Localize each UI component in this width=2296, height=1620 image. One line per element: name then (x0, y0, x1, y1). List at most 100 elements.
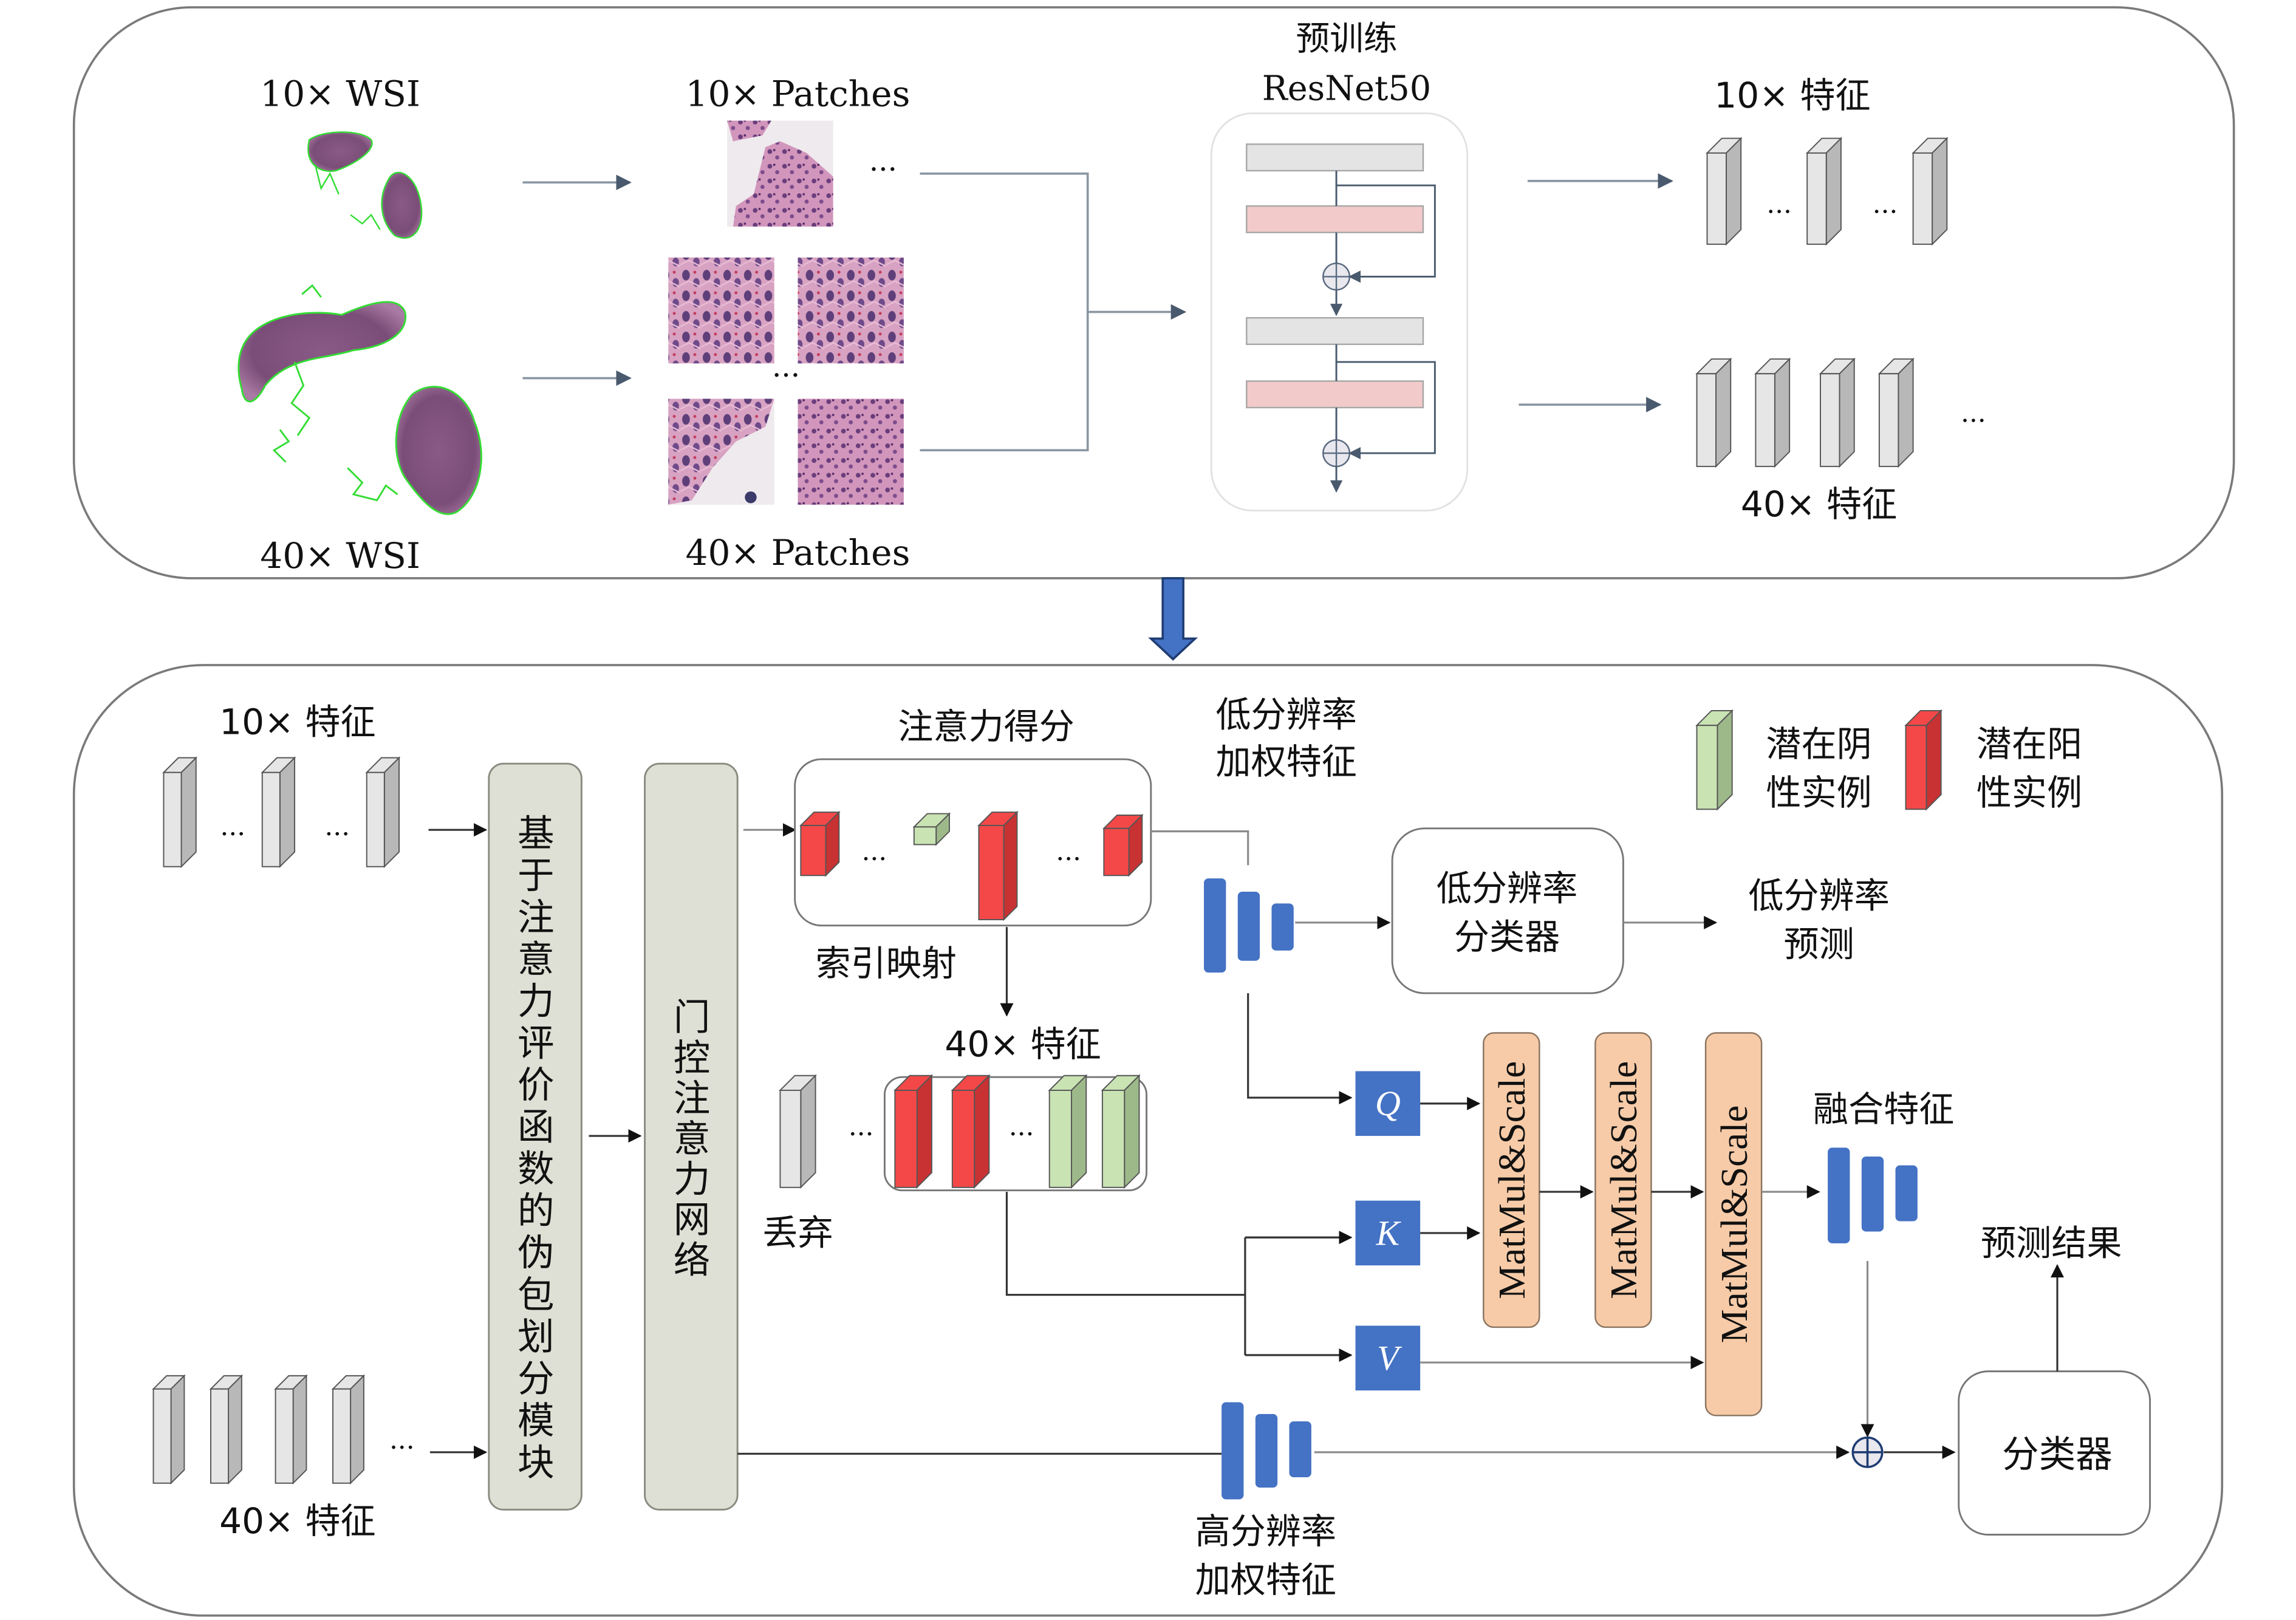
patches-10x-label: 10× Patches (686, 73, 911, 114)
mapped-40x-features-label: 40× 特征 (945, 1024, 1101, 1065)
low-res-classifier-line1: 低分辨率 (1437, 867, 1578, 909)
patch-40x-image (798, 398, 904, 505)
negative-instance (1048, 1074, 1088, 1189)
index-mapping-label: 索引映射 (816, 943, 957, 984)
matmul-scale-block-3 (1704, 1032, 1763, 1417)
feature-vector (274, 1374, 308, 1485)
legend-negative-cuboid (1695, 709, 1734, 811)
classification-panel (72, 664, 2224, 1617)
bottom-40x-feature-vectors (152, 1374, 366, 1485)
matmul-scale-label-3: MatMul&Scale (1713, 1106, 1755, 1344)
classifier-box (1958, 1370, 2151, 1536)
pseudo-bag-division-module (488, 762, 583, 1511)
patch-40x-image (798, 257, 904, 364)
ellipsis: ··· (1056, 844, 1081, 875)
feature-extraction-panel (72, 6, 2235, 579)
wsi-10x-image (307, 131, 423, 239)
bottom-10x-feature-vectors (162, 756, 401, 869)
resnet-title-line2: ResNet50 (1262, 69, 1431, 109)
wsi-10x-label: 10× WSI (260, 73, 420, 114)
legend-positive-swatch (1904, 709, 1942, 811)
feature-vector (1695, 357, 1732, 468)
ellipsis: ··· (220, 819, 246, 850)
low-res-classifier-line2: 分类器 (1454, 916, 1560, 957)
matmul-scale-block-1 (1483, 1032, 1540, 1328)
attention-score-box (794, 758, 1152, 927)
legend-positive-line1: 潜在阳 (1977, 723, 2082, 765)
value-box (1355, 1325, 1421, 1391)
legend-negative-swatch (1695, 709, 1734, 811)
legend-negative-line1: 潜在阴 (1766, 723, 1871, 765)
matmul-scale-label-2: MatMul&Scale (1602, 1061, 1645, 1299)
high-res-weighted-label-line2: 加权特征 (1195, 1559, 1337, 1601)
negative-instance (912, 812, 951, 846)
ellipsis: ··· (1873, 197, 1898, 227)
patch-10x-image (727, 120, 833, 227)
bottom-features-40x-label: 40× 特征 (219, 1500, 375, 1542)
value-label: V (1377, 1338, 1403, 1378)
low-res-prediction-line2: 预测 (1783, 924, 1854, 965)
feature-vector (152, 1374, 186, 1485)
feature-vector (1754, 357, 1791, 468)
connector-patches-to-resnet (920, 173, 1185, 452)
low-res-weighted-feature (1204, 878, 1294, 973)
patches-40x-ellipsis: ··· (772, 359, 800, 393)
positive-instance (799, 810, 841, 877)
top-40x-feature-vectors (1695, 357, 1915, 468)
ellipsis: ··· (1961, 406, 1986, 436)
flow-down-arrow-icon (1148, 577, 1198, 661)
ellipsis: ··· (324, 819, 350, 850)
prediction-result-label: 预测结果 (1981, 1222, 2122, 1263)
ellipsis: ··· (849, 1119, 874, 1150)
pseudo-bag-module-label: 基于注意力评价函数的伪包划分模块 (518, 813, 555, 1485)
query-box (1355, 1071, 1421, 1136)
connector-selected-to-kv (1005, 1192, 1351, 1356)
attention-score-label: 注意力得分 (898, 706, 1075, 747)
feature-vector (1877, 357, 1915, 468)
low-res-classifier-box (1391, 827, 1624, 994)
negative-instance (1101, 1074, 1141, 1189)
matmul-scale-block-2 (1594, 1032, 1652, 1328)
positive-instance (951, 1074, 991, 1189)
legend-positive-line2: 性实例 (1977, 772, 2082, 813)
discard-label: 丢弃 (762, 1212, 833, 1253)
wsi-40x-label: 40× WSI (260, 535, 420, 576)
low-res-prediction-line1: 低分辨率 (1748, 875, 1890, 917)
ellipsis: ··· (1766, 197, 1792, 227)
low-res-weighted-label-line2: 加权特征 (1215, 741, 1357, 782)
feature-vector (1805, 137, 1843, 246)
positive-instance (893, 1074, 934, 1189)
positive-instance (1102, 813, 1144, 877)
gated-attention-label: 门控注意力网络 (674, 997, 711, 1282)
ellipsis: ··· (862, 844, 887, 875)
connector-lowres-to-q (1247, 993, 1353, 1105)
feature-vector (261, 756, 296, 869)
wsi-40x-image (237, 284, 482, 515)
resnet-title-line1: 预训练 (1296, 19, 1397, 58)
top-features-40x-label: 40× 特征 (1741, 484, 1897, 525)
high-res-weighted-label-line1: 高分辨率 (1195, 1511, 1337, 1552)
discarded-feature (779, 1074, 817, 1189)
key-box (1355, 1200, 1421, 1266)
resnet50-block (1210, 112, 1469, 512)
high-res-weighted-feature (1221, 1402, 1311, 1500)
fused-feature (1828, 1147, 1918, 1243)
top-features-10x-label: 10× 特征 (1714, 75, 1870, 116)
feature-vector (331, 1374, 366, 1485)
low-res-weighted-label-line1: 低分辨率 (1215, 694, 1357, 736)
discarded-feature-vector (779, 1074, 817, 1189)
fused-feature-label: 融合特征 (1813, 1089, 1955, 1130)
patch-40x-image (668, 257, 774, 364)
feature-vector (365, 756, 401, 869)
matmul-scale-label-1: MatMul&Scale (1491, 1061, 1533, 1299)
connector-scores-to-lowres (1150, 830, 1249, 866)
legend-negative-line2: 性实例 (1766, 772, 1871, 813)
feature-vector (1912, 137, 1949, 246)
patches-40x-label: 40× Patches (686, 532, 911, 573)
feature-vector (1819, 357, 1856, 468)
feature-vector (209, 1374, 244, 1485)
feature-vector (1706, 137, 1743, 246)
gated-attention-network (644, 762, 739, 1511)
classifier-label: 分类器 (2002, 1434, 2113, 1476)
